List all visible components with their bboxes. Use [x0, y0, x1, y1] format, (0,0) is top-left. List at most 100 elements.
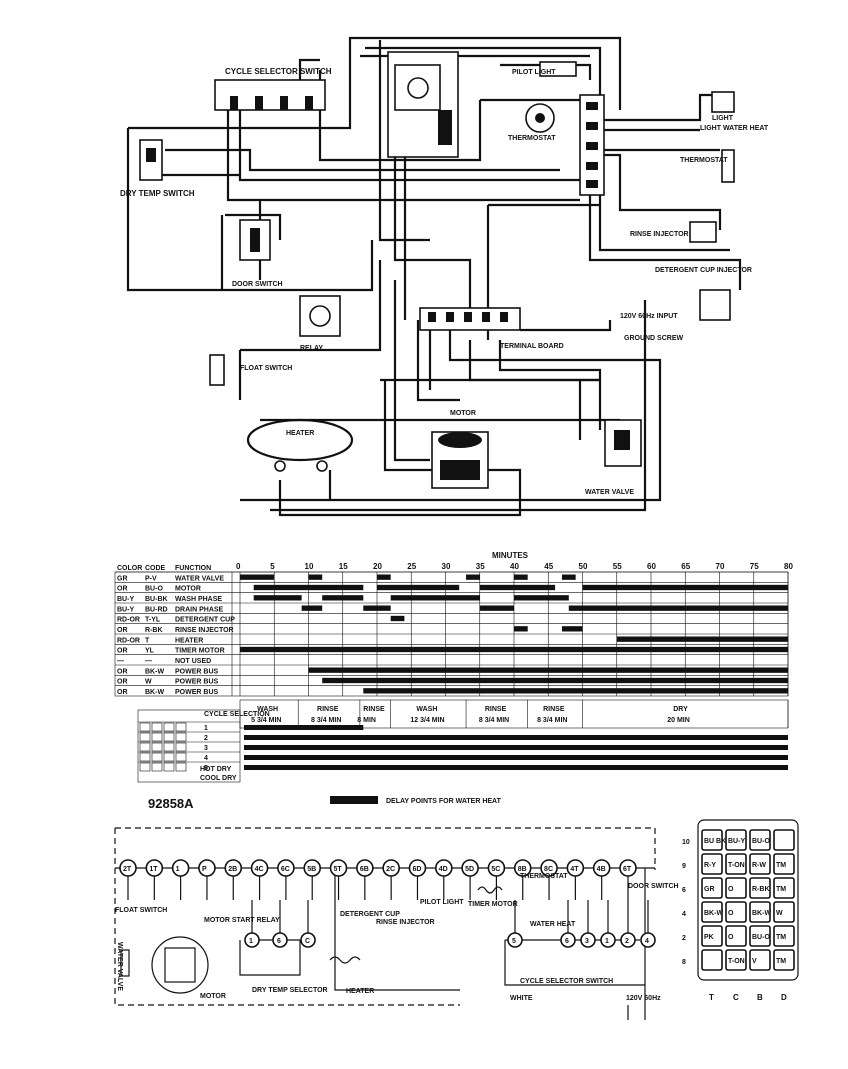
motor-symbol: [151, 936, 209, 994]
row-function: TIMER MOTOR: [175, 648, 225, 655]
pictorial-wiring: CYCLE SELECTOR SWITCH PILOT LIGHT THERMO…: [120, 36, 769, 517]
row-color: OR: [117, 689, 128, 696]
row-code: P-V: [145, 575, 157, 582]
thermostat-right: [721, 149, 735, 183]
minute-tick: 35: [476, 562, 485, 571]
switch-cell: [701, 853, 723, 875]
top-terminal-label: 8B: [518, 866, 527, 873]
switch-cell-text: O: [728, 934, 734, 941]
row-code: BK-W: [145, 689, 164, 696]
switch-col-label: T: [709, 993, 714, 1002]
cycle-check-box: [151, 732, 163, 742]
timer-motor-schematic-label: TIMER MOTOR: [468, 901, 518, 908]
cycle-number: 4: [204, 755, 208, 762]
code-header: CODE: [145, 565, 166, 572]
bottom-terminal-label: C: [305, 938, 310, 945]
top-terminal-label: 4D: [439, 866, 448, 873]
minute-tick: 20: [373, 562, 382, 571]
cycle-check-box: [151, 722, 163, 732]
water-valve-coil: [120, 949, 130, 977]
svg-text:LIGHT: LIGHT: [712, 115, 734, 122]
pilot-light-label: PILOT LIGHT: [512, 69, 556, 76]
cycle-check-box: [163, 762, 175, 772]
switch-cell-text: T-ON: [728, 958, 745, 965]
timing-bar: [308, 667, 788, 673]
float-switch-schematic-label: FLOAT SWITCH: [115, 907, 167, 914]
phase-duration: 20 MIN: [667, 717, 690, 724]
minute-tick: 70: [716, 562, 725, 571]
top-terminal-label: 4C: [255, 866, 264, 873]
top-terminal-label: 2T: [123, 866, 132, 873]
switch-cell: [725, 877, 747, 899]
cycle-bar: [244, 735, 788, 740]
row-code: W: [145, 679, 152, 686]
input-label: 120V 60Hz INPUT: [620, 313, 678, 320]
detergent-cup-injector: [699, 289, 731, 321]
water-valve-schematic-label: WATER VALVE: [116, 942, 123, 991]
row-color: —: [117, 658, 124, 665]
switch-cell: [773, 853, 795, 875]
phase-duration: 8 3/4 MIN: [537, 717, 567, 724]
switch-cell-text: V: [752, 958, 757, 965]
row-code: BU-BK: [145, 596, 168, 603]
row-color: GR: [117, 575, 128, 582]
minute-tick: 50: [579, 562, 588, 571]
float-switch: [209, 354, 225, 386]
row-color: BU-Y: [117, 606, 134, 613]
switch-cell-text: TM: [776, 958, 786, 965]
phase-duration: 12 3/4 MIN: [410, 717, 444, 724]
line-label: 120V 60Hz: [626, 995, 661, 1002]
top-terminal-label: 4T: [570, 866, 579, 873]
cycle-check-box: [139, 722, 151, 732]
dry-temp-selector-label: DRY TEMP SELECTOR: [252, 987, 328, 994]
white-wire-label: WHITE: [510, 995, 533, 1002]
timing-bar: [240, 574, 275, 580]
row-function: DRAIN PHASE: [175, 606, 224, 613]
timing-bars: [240, 574, 788, 694]
bottom-terminal-label: 5: [512, 938, 516, 945]
timing-bar: [568, 605, 788, 611]
minute-tick: 65: [681, 562, 690, 571]
bottom-terminal-label: 6: [277, 938, 281, 945]
row-function: POWER BUS: [175, 679, 219, 686]
pilot-light: [539, 61, 577, 77]
minute-tick: 10: [305, 562, 314, 571]
switch-cell: [773, 829, 795, 851]
bottom-terminal-label: 1: [605, 938, 609, 945]
top-terminal-label: 5B: [307, 866, 316, 873]
switch-cell: [749, 925, 771, 947]
row-code: T-YL: [145, 617, 161, 624]
top-terminal-label: 6B: [360, 866, 369, 873]
row-function: WATER VALVE: [175, 575, 224, 582]
top-terminal-label: 1: [176, 866, 180, 873]
switch-cell: [701, 901, 723, 923]
phase-name: WASH: [416, 706, 437, 713]
timing-bar: [390, 595, 480, 601]
cycle-check-box: [175, 742, 187, 752]
rinse-injector: [689, 221, 717, 243]
cycle-selection-table: [137, 709, 241, 783]
motor-schematic-label: MOTOR: [200, 993, 226, 1000]
switch-row-label: 9: [682, 863, 686, 870]
ground-screw-label: GROUND SCREW: [624, 335, 684, 342]
switch-cell-text: TM: [776, 886, 786, 893]
phase-name: RINSE: [363, 706, 385, 713]
row-function: RINSE INJECTOR: [175, 627, 234, 634]
timing-bar: [616, 636, 788, 642]
switch-cell-text: PK: [704, 934, 714, 941]
timing-bar: [377, 574, 391, 580]
minute-tick: 80: [784, 562, 793, 571]
cycle-selector-switch-label: CYCLE SELECTOR SWITCH: [225, 67, 332, 76]
timer-motor-symbol: [477, 886, 503, 894]
switch-cell: [701, 877, 723, 899]
row-code: BK-W: [145, 668, 164, 675]
row-color: OR: [117, 627, 128, 634]
switch-cell-text: GR: [704, 886, 715, 893]
switch-cell: [749, 829, 771, 851]
